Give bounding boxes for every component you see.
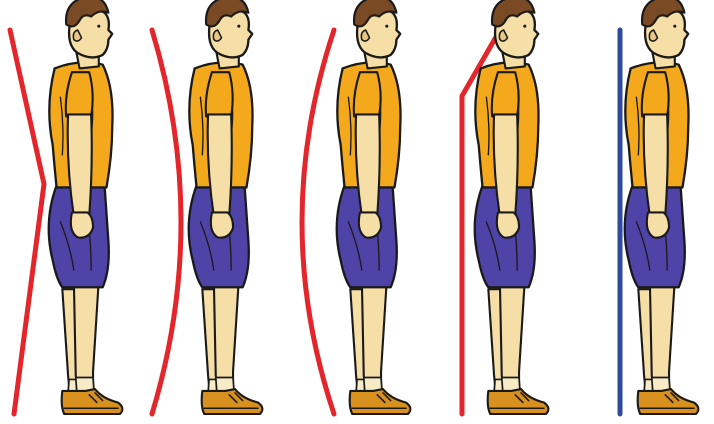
man-side-profile-icon — [337, 0, 411, 414]
man-side-profile-icon — [189, 0, 263, 414]
man-side-profile-icon — [625, 0, 699, 414]
posture-line-red-icon — [10, 30, 44, 414]
posture-line-red-icon — [152, 30, 181, 414]
figures-group — [49, 0, 699, 414]
posture-line-red-icon — [302, 30, 334, 414]
man-side-profile-icon — [49, 0, 123, 414]
man-side-profile-icon — [475, 0, 549, 414]
